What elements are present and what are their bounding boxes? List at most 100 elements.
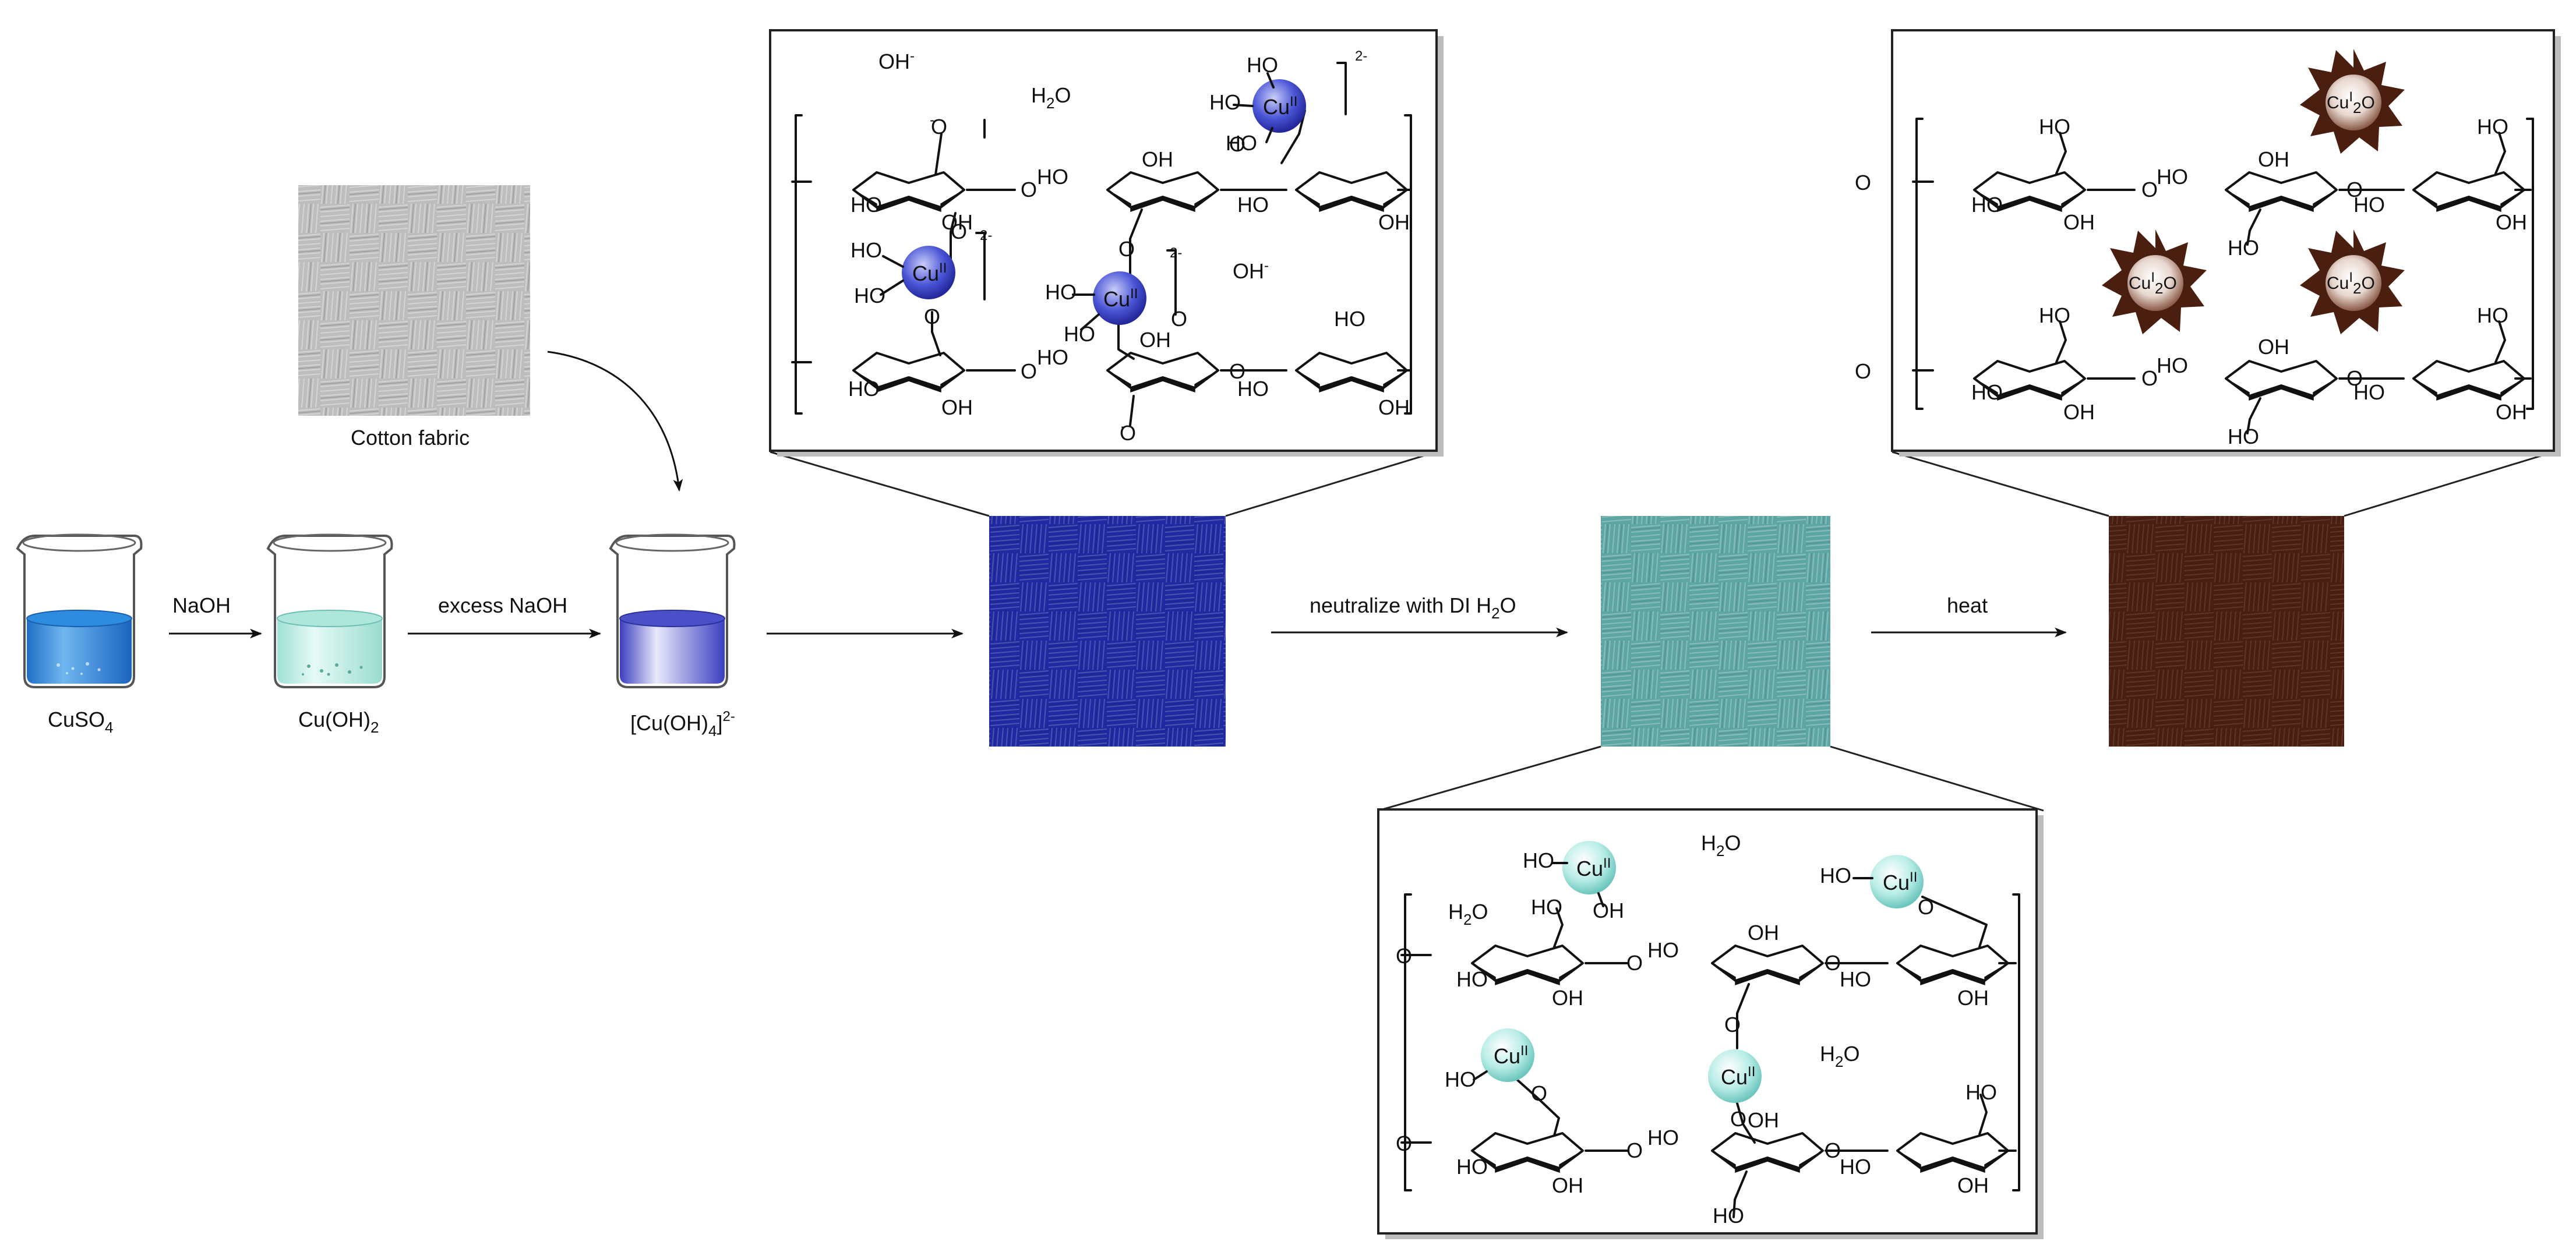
svg-text:CuII: CuII <box>1103 286 1138 311</box>
svg-text:HO: HO <box>2477 303 2508 327</box>
svg-text:HO: HO <box>848 377 880 401</box>
svg-text:HO: HO <box>1531 895 1562 919</box>
svg-text:HO: HO <box>1965 1080 1997 1104</box>
beaker-label-cuso4: CuSO4 <box>48 708 114 736</box>
svg-text:HO: HO <box>1820 864 1851 887</box>
svg-text:O: O <box>1021 178 1037 201</box>
svg-text:OH: OH <box>1552 1173 1583 1197</box>
svg-text:OH: OH <box>2496 210 2527 234</box>
beaker-label-cuoh4: [Cu(OH)4]2- <box>630 709 735 740</box>
svg-text:O: O <box>951 220 967 243</box>
svg-text:HO: HO <box>1045 280 1077 304</box>
svg-text:CuI2O: CuI2O <box>2327 89 2375 116</box>
svg-text:2-: 2- <box>1355 48 1367 64</box>
svg-text:OH: OH <box>1378 395 1410 419</box>
svg-text:OH: OH <box>1139 328 1171 352</box>
svg-text:H2O: H2O <box>1448 900 1488 928</box>
svg-text:HO: HO <box>2039 303 2070 327</box>
svg-text:O: O <box>1118 237 1135 261</box>
svg-text:HO: HO <box>1647 1126 1679 1150</box>
svg-text:HO: HO <box>1523 848 1554 872</box>
svg-text:O: O <box>2141 366 2158 390</box>
svg-text:HO: HO <box>1456 967 1488 991</box>
svg-text:O: O <box>1171 307 1187 331</box>
cotton-fabric-label: Cotton fabric <box>351 426 470 450</box>
svg-text:OH-: OH- <box>1233 258 1269 283</box>
panel-copper-complex <box>769 29 1444 457</box>
svg-text:HO: HO <box>1037 165 1068 189</box>
panel-cu2o <box>1891 29 2561 457</box>
svg-text:O: O <box>924 305 940 328</box>
svg-text:OH: OH <box>941 395 973 419</box>
panel-neutralized-labels: HO CuII OH H2O HO CuII O H2O HO O HO OH … <box>1396 831 1997 1228</box>
svg-text:H2O: H2O <box>1701 831 1741 860</box>
svg-text:HO: HO <box>1647 938 1679 962</box>
svg-text:CuII: CuII <box>1494 1043 1528 1068</box>
svg-text:HO: HO <box>2157 165 2188 189</box>
svg-text:HO: HO <box>1209 90 1241 114</box>
svg-text:HO: HO <box>2157 353 2188 377</box>
beaker-cuoh4 <box>609 533 736 688</box>
svg-text:OH: OH <box>1142 147 1173 171</box>
arrow-cotton <box>547 351 683 492</box>
svg-text:O: O <box>1229 359 1245 383</box>
svg-text:HO: HO <box>2477 115 2508 139</box>
panel-copper-complex-labels: OH- H2O O - HO OH HO OH O O O HO OH HO H… <box>848 48 1410 445</box>
svg-text:OH: OH <box>2258 147 2289 171</box>
svg-text:HO: HO <box>1247 53 1278 77</box>
svg-text:OH: OH <box>2496 400 2527 424</box>
svg-text:O: O <box>1855 171 1871 194</box>
svg-text:O: O <box>1626 1138 1643 1162</box>
svg-text:HO: HO <box>1334 307 1365 331</box>
beaker-label-cuoh2: Cu(OH)2 <box>298 708 379 736</box>
svg-text:HO: HO <box>2353 193 2385 217</box>
panel-neutralized <box>1377 808 2044 1239</box>
svg-text:O: O <box>2141 178 2158 201</box>
svg-text:HO: HO <box>1840 967 1871 991</box>
label-excess-naoh: excess NaOH <box>438 593 567 617</box>
svg-text:HO: HO <box>1064 322 1095 346</box>
svg-text:CuII: CuII <box>912 260 947 285</box>
svg-text:O: O <box>1825 1138 1841 1162</box>
svg-text:HO: HO <box>851 238 882 262</box>
svg-text:HO: HO <box>1971 380 2003 404</box>
svg-text:OH: OH <box>941 210 973 234</box>
svg-text:-: - <box>1121 419 1125 434</box>
svg-text:O: O <box>1855 359 1871 383</box>
svg-text:HO: HO <box>1237 377 1269 401</box>
svg-text:O: O <box>1626 951 1643 975</box>
svg-text:HO: HO <box>1713 1204 1744 1228</box>
svg-text:HO: HO <box>1840 1155 1871 1179</box>
svg-text:O: O <box>1396 1131 1412 1155</box>
svg-text:O: O <box>1918 895 1934 919</box>
svg-text:HO: HO <box>2228 236 2259 260</box>
label-heat: heat <box>1947 593 1988 617</box>
svg-text:OH: OH <box>1748 921 1779 945</box>
svg-text:O: O <box>931 115 947 139</box>
svg-text:OH: OH <box>2258 335 2289 359</box>
svg-text:CuII: CuII <box>1721 1064 1755 1089</box>
beaker-cuso4 <box>16 533 143 688</box>
svg-text:O: O <box>1724 1013 1741 1037</box>
svg-text:OH: OH <box>2063 400 2095 424</box>
svg-text:O: O <box>2346 366 2363 390</box>
svg-text:OH: OH <box>2063 210 2095 234</box>
svg-text:O: O <box>1730 1107 1746 1131</box>
svg-text:O: O <box>1021 359 1037 383</box>
svg-text:O: O <box>1229 132 1245 156</box>
panel-cu2o-labels: HO HO OH O HO OH O HO HO HO OH O HO HO O… <box>1855 89 2527 448</box>
svg-text:HO: HO <box>1456 1155 1488 1179</box>
svg-text:CuI2O: CuI2O <box>2129 270 2177 297</box>
svg-text:OH: OH <box>1957 986 1989 1010</box>
svg-text:HO: HO <box>2039 115 2070 139</box>
svg-text:2-: 2- <box>1170 245 1182 261</box>
label-neutralize: neutralize with DI H2O <box>1310 593 1516 622</box>
svg-text:O: O <box>1120 421 1136 445</box>
label-naoh: NaOH <box>172 593 231 617</box>
svg-text:CuI2O: CuI2O <box>2327 270 2375 297</box>
svg-text:CuII: CuII <box>1883 869 1917 894</box>
svg-text:OH: OH <box>1593 899 1624 922</box>
svg-text:HO: HO <box>854 284 885 307</box>
svg-text:HO: HO <box>1226 131 1257 155</box>
